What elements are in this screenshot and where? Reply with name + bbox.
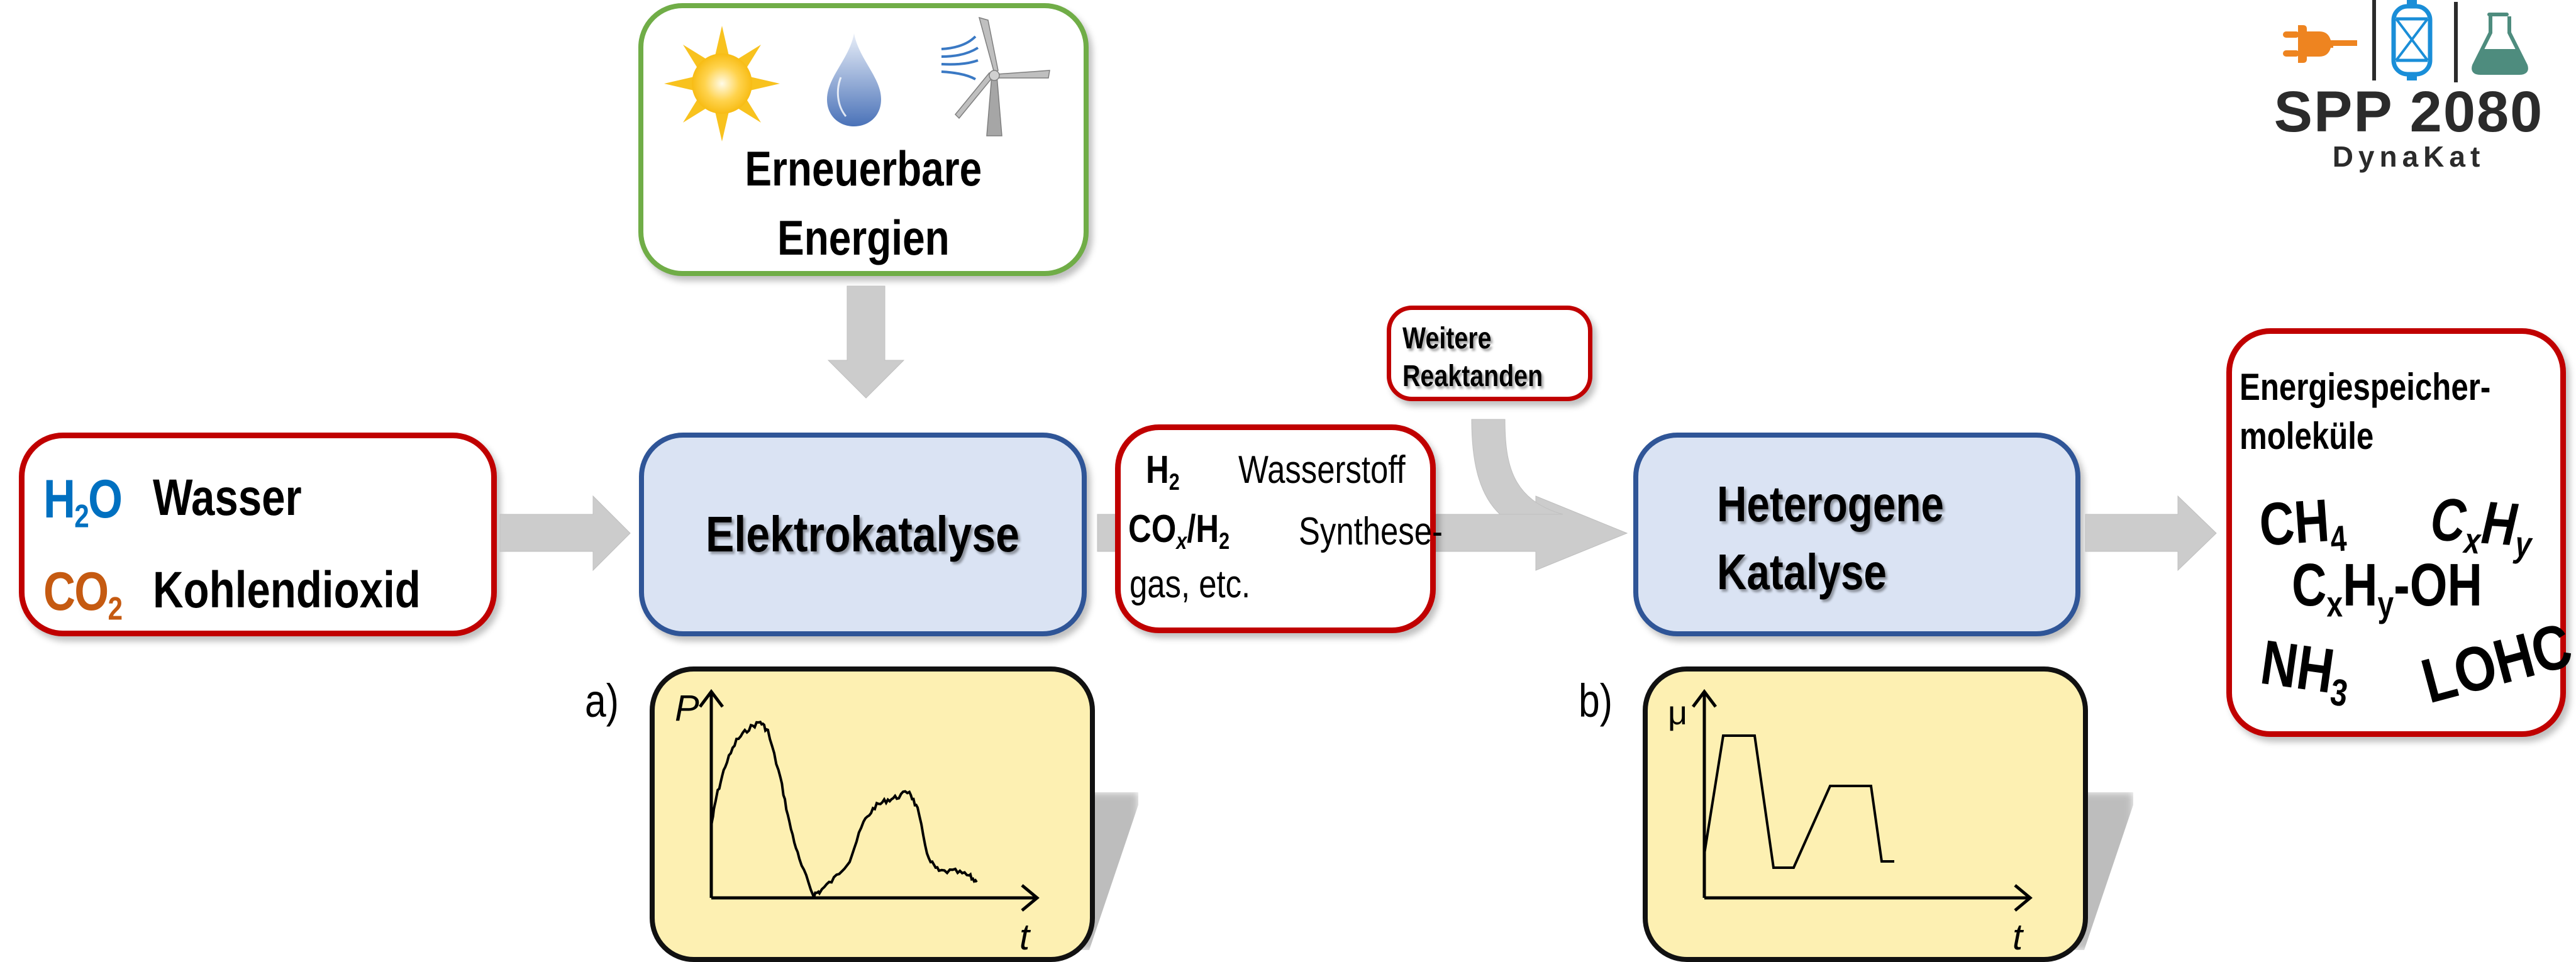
- panel-a-x-label: t: [1019, 917, 1031, 958]
- logo-subtitle: DynaKat: [2332, 140, 2485, 173]
- further-reactants-line2: Reaktanden: [1402, 360, 1543, 393]
- wind-turbine-icon: [941, 16, 1050, 136]
- panel-b-label: b): [1579, 675, 1613, 727]
- electrocatalysis-box: Elektrokatalyse: [639, 433, 1087, 636]
- panel-b-x-label: t: [2012, 917, 2024, 958]
- logo-title: SPP 2080: [2273, 80, 2544, 144]
- molecule-lohc: LOHC: [2414, 609, 2576, 717]
- panel-a-x-arrowhead: [1021, 884, 1040, 912]
- arrow-renewables-to-electrocatalysis: [827, 285, 905, 399]
- renewables-title: Erneuerbare Energien: [643, 134, 1084, 272]
- panel-b-y-arrowhead: [1692, 688, 1717, 708]
- molecule-alcohol: CxHy-OH: [2292, 551, 2482, 625]
- arrow-inputs-to-electrocatalysis: [499, 495, 631, 572]
- further-reactants-line1: Weitere: [1402, 322, 1492, 355]
- logo-divider: [2372, 0, 2376, 80]
- renewables-title-line1: Erneuerbare: [745, 141, 982, 196]
- co2-label: Kohlendioxid: [153, 561, 421, 619]
- hydrogen-label: Wasserstoff: [1238, 448, 1406, 492]
- panel-b-x-arrowhead: [2014, 884, 2033, 912]
- syngas-formula: COx/H2: [1128, 507, 1230, 555]
- hydrogen-formula: H2: [1146, 448, 1180, 495]
- syngas-label: Synthese-: [1299, 510, 1443, 553]
- arrow-heterogeneous-to-output: [2085, 495, 2217, 572]
- further-reactants-box: Weitere Reaktanden: [1387, 306, 1592, 401]
- logo-divider: [2454, 2, 2458, 82]
- inputs-box: H2O Wasser CO2 Kohlendioxid: [19, 433, 497, 636]
- input-item-co2: CO2 Kohlendioxid: [43, 561, 480, 630]
- sun-icon: [664, 26, 780, 141]
- molecule-cxhy: CxHy: [2428, 485, 2533, 566]
- panel-a-label: a): [585, 675, 619, 727]
- panel-a-power-profile: P t: [650, 666, 1095, 962]
- heterogeneous-label-line1: Heterogene: [1717, 476, 1944, 532]
- panel-a-power-curve: [710, 721, 978, 899]
- water-formula: H2O: [43, 469, 123, 534]
- heterogeneous-catalysis-box: Heterogene Katalyse: [1633, 433, 2080, 636]
- intermediate-products-box: H2 Wasserstoff COx/H2 Synthese- gas, etc…: [1115, 424, 1443, 633]
- panel-b-y-label: μ: [1668, 694, 1687, 732]
- output-title-line2: moleküle: [2240, 415, 2374, 457]
- panel-a-chart: P t: [675, 688, 1040, 958]
- syngas-label-cont: gas, etc.: [1130, 563, 1251, 606]
- plug-icon: [2283, 25, 2357, 63]
- panel-b-profile-line: [1703, 734, 1894, 869]
- syngas-row: COx/H2: [1128, 507, 1252, 555]
- panel-b-chart: μ t: [1668, 688, 2033, 958]
- electrocatalysis-label: Elektrokatalyse: [706, 506, 1020, 562]
- flask-icon: [2472, 13, 2528, 75]
- reactor-icon: [2391, 0, 2433, 80]
- energy-storage-molecules-box: Energiespeicher- moleküle CH4 CxHy CxHy-…: [2226, 328, 2576, 737]
- renewables-title-line2: Energien: [777, 210, 950, 265]
- hydrogen-row: H2 Wasserstoff: [1146, 448, 1442, 495]
- panel-b-dynamic-profile: μ t: [1643, 666, 2088, 962]
- renewable-energies-box: Erneuerbare Energien: [638, 3, 1089, 276]
- heterogeneous-label-line2: Katalyse: [1717, 544, 1887, 600]
- spp2080-logo: SPP 2080 DynaKat: [2264, 0, 2553, 176]
- molecule-nh3: NH3: [2257, 626, 2351, 715]
- water-label: Wasser: [153, 469, 303, 526]
- molecule-ch4: CH4: [2257, 487, 2348, 560]
- output-title-line1: Energiespeicher-: [2240, 366, 2491, 408]
- panel-a-y-label: P: [675, 688, 699, 729]
- water-drop-icon: [827, 33, 881, 126]
- panel-a-y-arrowhead: [699, 688, 724, 708]
- co2-formula: CO2: [43, 561, 123, 627]
- input-item-water: H2O Wasser: [43, 468, 335, 538]
